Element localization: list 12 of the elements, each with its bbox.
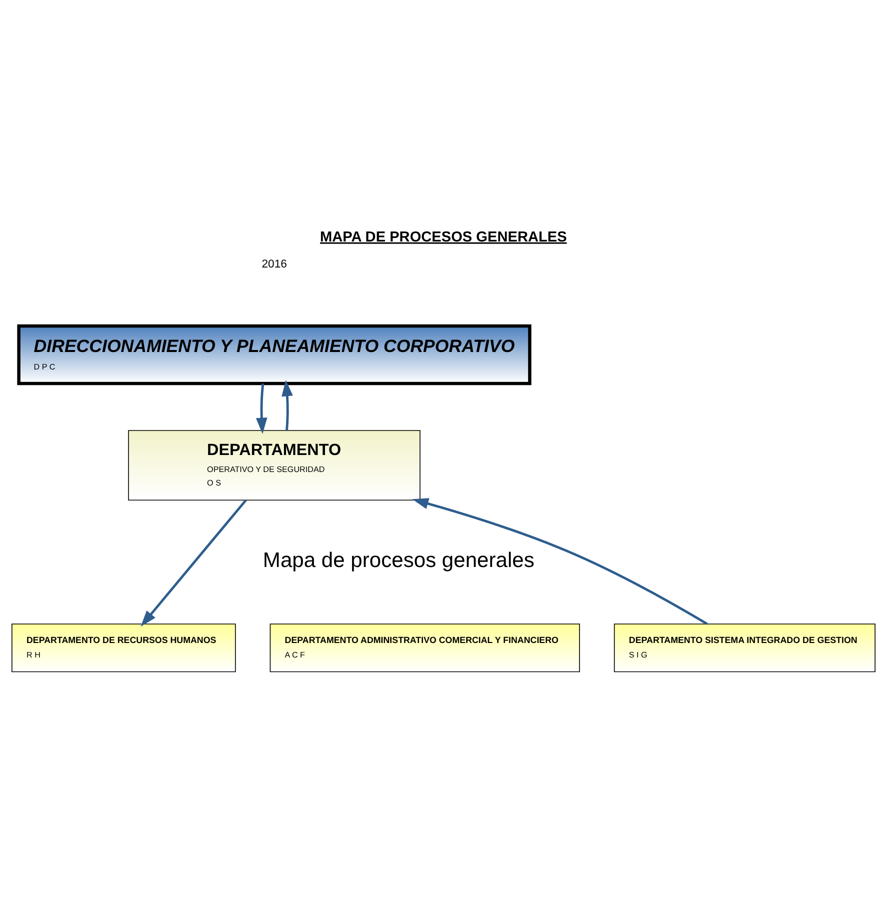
node-box: DEPARTAMENTO DE RECURSOS HUMANOS R H (12, 624, 236, 672)
arrow (256, 384, 268, 434)
label: Mapa de procesos generales (262, 549, 534, 572)
node-box: DEPARTAMENTO SISTEMA INTEGRADO DE GESTION S I G (614, 624, 876, 672)
arrow (412, 498, 708, 625)
node-box: DEPARTAMENTO ADMINISTRATIVO COMERCIAL Y FINANCIERO A C F (270, 624, 580, 672)
node-box: DIRECCIONAMIENTO Y PLANEAMIENTO CORPORATIVO D P C (17, 324, 532, 386)
node-box: DEPARTAMENTO OPERATIVO Y DE SEGURIDAD O S (128, 430, 420, 500)
arrow (140, 499, 247, 627)
arrow (282, 380, 293, 430)
diagram-title: MAPA DE PROCESOS GENERALES (320, 229, 567, 246)
label: 2016 (262, 258, 287, 270)
